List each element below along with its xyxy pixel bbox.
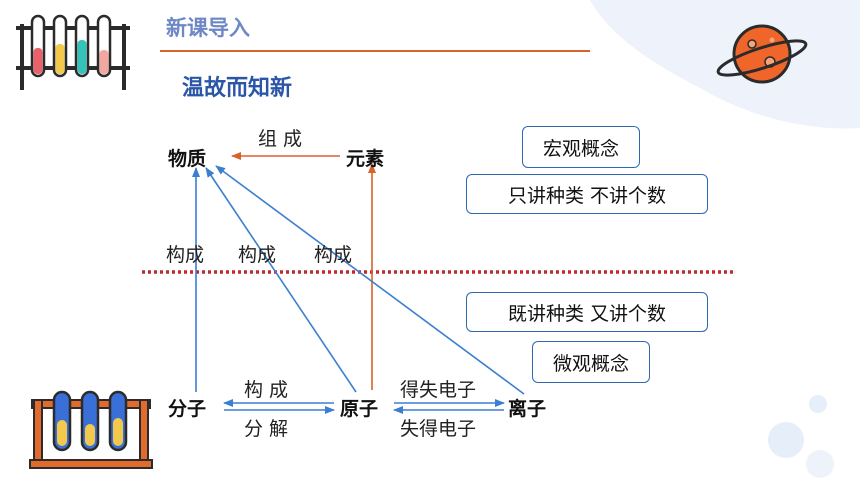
node-atom: 原子	[340, 398, 379, 420]
label-compose-b: 构成	[238, 244, 277, 266]
arrow-ion-to-substance	[215, 165, 525, 395]
title-underline	[160, 50, 590, 52]
test-tube-rack-icon	[16, 14, 130, 90]
arrow-atom-to-substance	[205, 167, 357, 393]
label-atom-to-molecule: 构 成	[244, 379, 289, 401]
macro-concept-title: 宏观概念	[522, 126, 640, 168]
label-element-to-substance: 组 成	[258, 128, 303, 150]
bubble-bottom	[806, 450, 834, 478]
planet-icon	[716, 24, 808, 84]
label-atom-to-ion: 得失电子	[400, 379, 477, 401]
macro-concept-desc: 只讲种类 不讲个数	[466, 174, 708, 214]
bubble-medium	[809, 395, 827, 413]
micro-concept-title: 微观概念	[532, 341, 650, 383]
node-element: 元素	[346, 148, 385, 170]
test-tube-stand-icon	[29, 390, 153, 469]
label-compose-c: 构成	[314, 244, 353, 266]
bubble-large	[768, 422, 804, 458]
label-molecule-to-atom: 分 解	[244, 418, 289, 440]
node-molecule: 分子	[168, 398, 207, 420]
page-title: 新课导入	[166, 16, 250, 40]
label-compose-a: 构成	[166, 244, 205, 266]
micro-concept-desc: 既讲种类 又讲个数	[466, 292, 708, 332]
label-ion-to-atom: 失得电子	[400, 418, 477, 440]
section-subtitle: 温故而知新	[182, 76, 293, 101]
node-ion: 离子	[508, 398, 547, 420]
node-substance: 物质	[168, 148, 207, 170]
